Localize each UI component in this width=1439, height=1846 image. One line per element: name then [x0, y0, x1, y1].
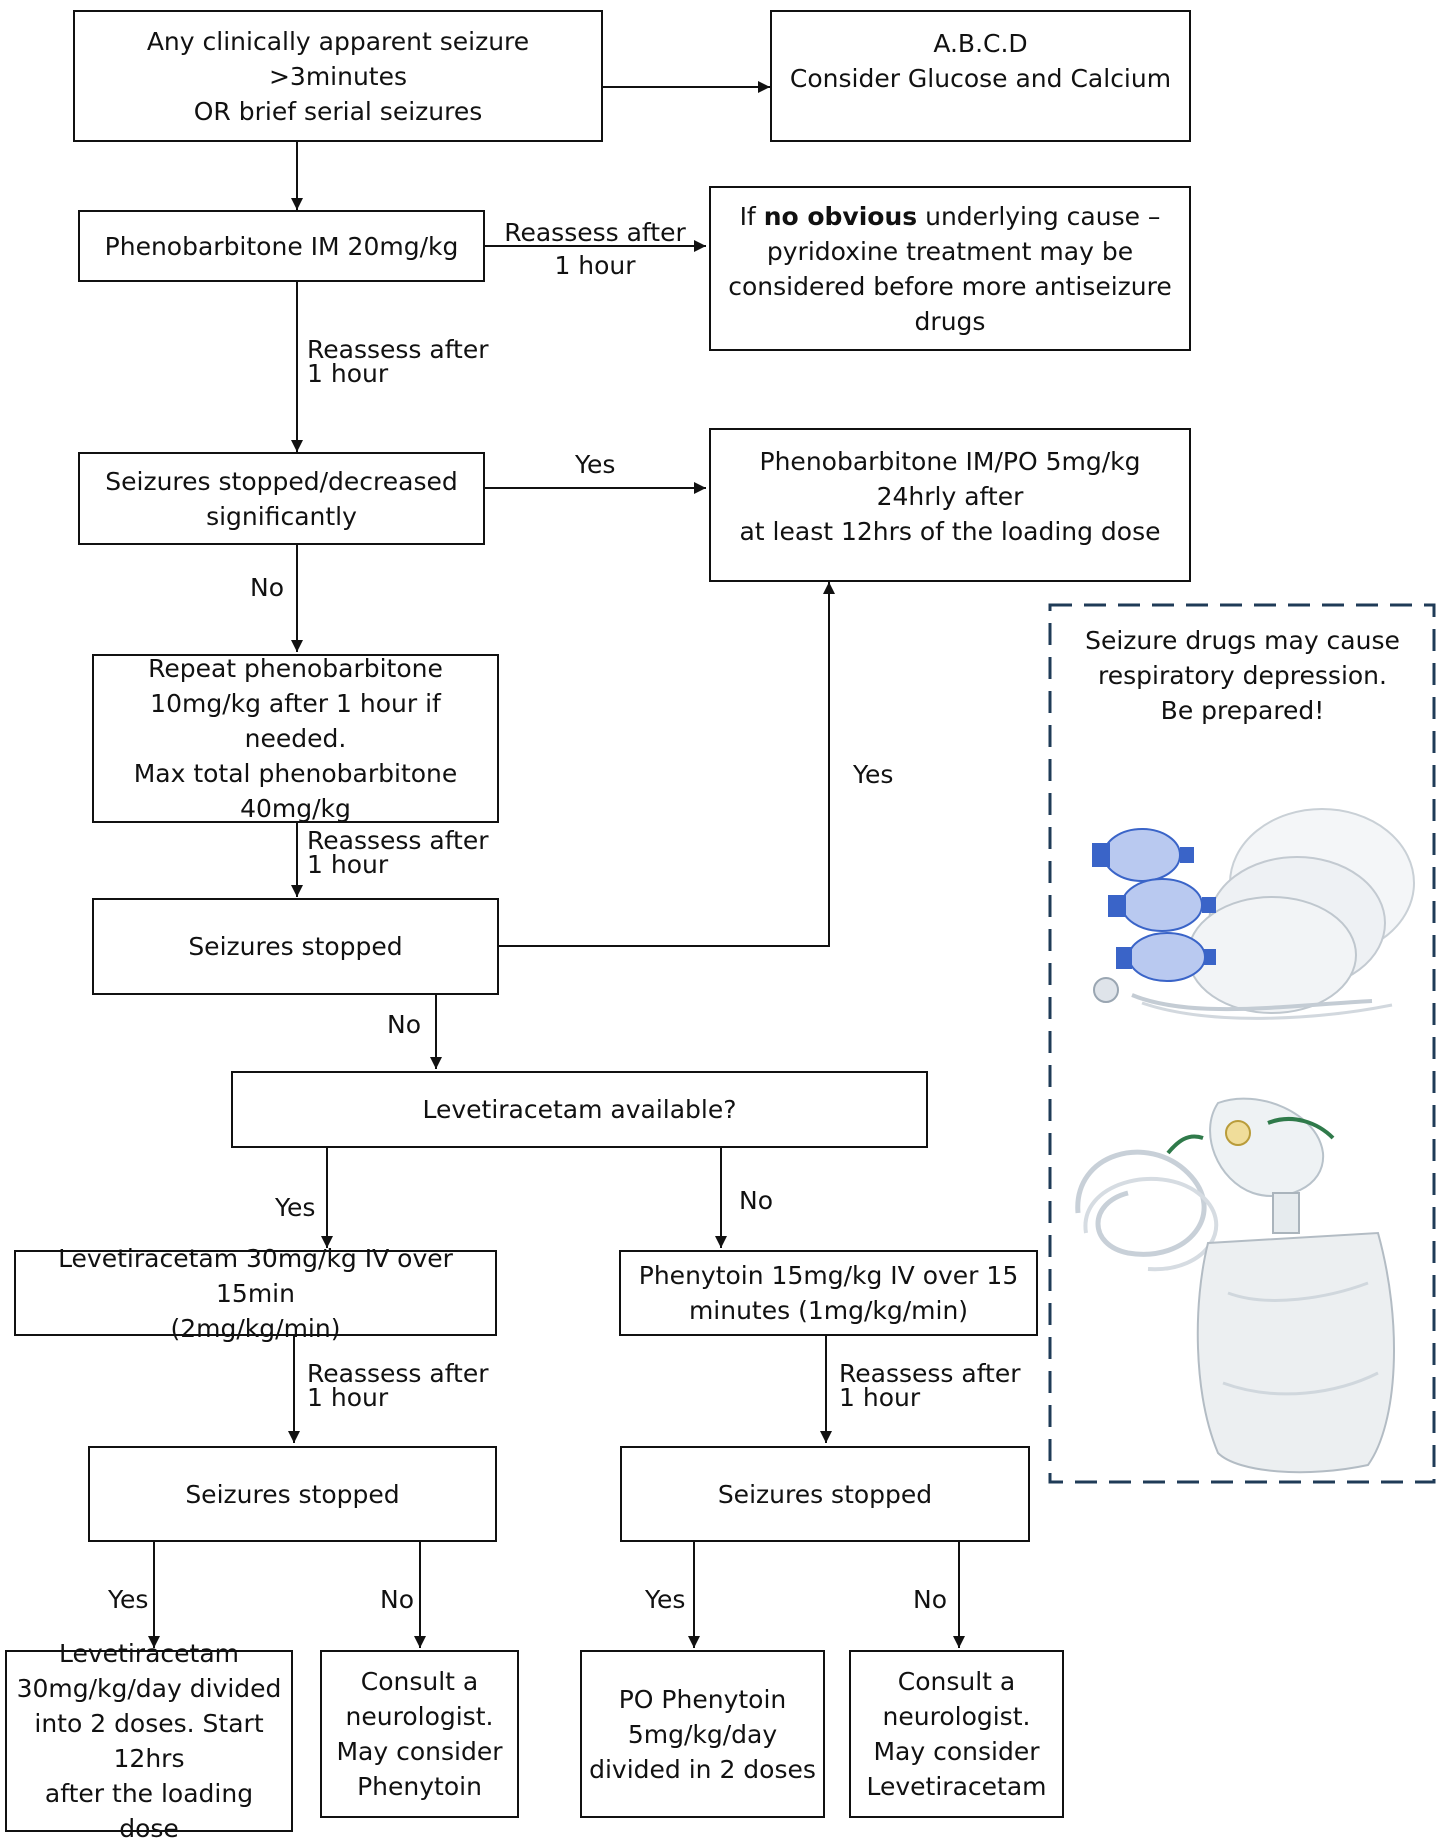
pyridoxine-line-4: drugs [914, 306, 986, 336]
arrow-stopped1-to-maintenance [499, 582, 835, 947]
pyridoxine-box: If no obvious underlying cause – pyridox… [709, 186, 1191, 351]
po-phenytoin-line-2: 5mg/kg/day [627, 1719, 778, 1749]
pyridoxine-line-1: If no obvious underlying cause – [740, 199, 1161, 234]
consult-2-line-1: Consult a [897, 1667, 1016, 1696]
leve-maint-line-1: Levetiracetam [59, 1639, 239, 1668]
phenobarbitone-im-box: Phenobarbitone IM 20mg/kg [78, 210, 485, 282]
seizures-stopped-box-1: Seizures stopped [92, 898, 499, 995]
levetiracetam-iv-box: Levetiracetam 30mg/kg IV over 15min (2mg… [14, 1244, 497, 1343]
oxygen-mask-reservoir-image [1075, 1097, 1396, 1474]
repeat-line-3: Max total phenobarbitone [133, 759, 458, 788]
maintenance-line-3: at least 12hrs of the loading dose [739, 517, 1161, 546]
consult-1-line-2: neurologist. [345, 1702, 494, 1731]
edge-label-reassess-right-1: Reassess after [504, 218, 686, 247]
po-phenytoin-box: PO Phenytoin 5mg/kg/day divided in 2 dos… [580, 1650, 825, 1818]
edge-label-reassess-phenytoin: Reassess after 1 hour [839, 1359, 1021, 1412]
seizures-stopped-1-line: Seizures stopped [188, 932, 403, 961]
consult-neurologist-box-2: Consult a neurologist. May consider Leve… [849, 1650, 1064, 1818]
po-phenytoin-line-3: divided in 2 doses [589, 1754, 816, 1784]
po-phenytoin-line-1: PO Phenytoin [618, 1684, 787, 1714]
seizures-stopped-box-phenytoin: Seizures stopped [620, 1446, 1030, 1542]
seizures-stopped-box-leve: Seizures stopped [88, 1446, 497, 1542]
edge-label-reassess-down-2-a: Reassess after [307, 826, 489, 855]
leve-maint-line-3: into 2 doses. Start [34, 1709, 264, 1738]
leve-iv-line-2: (2mg/kg/min) [170, 1313, 341, 1343]
consult-1-line-1: Consult a [360, 1667, 479, 1696]
edge-label-reassess-down-1-b: 1 hour [307, 359, 389, 388]
consult-2-line-3: May consider [873, 1737, 1040, 1766]
start-box: Any clinically apparent seizure >3minute… [73, 10, 603, 142]
seizures-stopped-leve-line: Seizures stopped [185, 1479, 400, 1509]
bag-valve-mask-image [1092, 808, 1415, 1020]
repeat-phenobarbitone-box: Repeat phenobarbitone 10mg/kg after 1 ho… [92, 654, 499, 823]
levetiracetam-maintenance-box: Levetiracetam 30mg/kg/day divided into 2… [5, 1639, 293, 1843]
leve-maint-line-2: 30mg/kg/day divided [16, 1674, 282, 1703]
leve-iv-line-1: Levetiracetam 30mg/kg IV over 15min [58, 1243, 453, 1308]
abcd-line-1: A.B.C.D [933, 29, 1028, 58]
consult-2-line-4: Levetiracetam [866, 1772, 1047, 1801]
stopped-decreased-line-1: Seizures stopped/decreased [105, 466, 458, 496]
consult-2-line-2: neurologist. [882, 1702, 1031, 1731]
leve-available-line: Levetiracetam available? [422, 1095, 737, 1124]
start-line-1: Any clinically apparent seizure >3minute… [146, 26, 530, 91]
abcd-box: A.B.C.D Consider Glucose and Calcium [770, 10, 1191, 142]
phenytoin-iv-box: Phenytoin 15mg/kg IV over 15 minutes (1m… [619, 1250, 1038, 1336]
edge-label-reassess-leve-b: 1 hour [307, 1383, 389, 1412]
maintenance-box: Phenobarbitone IM/PO 5mg/kg 24hrly after… [709, 428, 1191, 582]
edge-label-reassess-right-2: 1 hour [554, 251, 636, 280]
warning-line-1: Seizure drugs may cause [1085, 626, 1400, 655]
edge-label-yes-leve: Yes [275, 1193, 316, 1222]
maintenance-line-2: 24hrly after [876, 482, 1024, 511]
phenytoin-iv-line-1: Phenytoin 15mg/kg IV over 15 [638, 1261, 1019, 1290]
edge-label-reassess-leve: Reassess after 1 hour [307, 1359, 489, 1412]
repeat-line-2: 10mg/kg after 1 hour if needed. [150, 689, 441, 753]
edge-label-reassess-phenytoin-b: 1 hour [839, 1383, 921, 1412]
phenytoin-iv-line-2: minutes (1mg/kg/min) [688, 1296, 969, 1325]
warning-panel: Seizure drugs may cause respiratory depr… [1050, 605, 1435, 1483]
edge-label-no-consult-2: No [913, 1585, 947, 1614]
edge-label-yes-po-phenytoin: Yes [645, 1585, 686, 1614]
edge-label-reassess-down-2-b: 1 hour [307, 850, 389, 879]
repeat-line-1: Repeat phenobarbitone [148, 654, 443, 683]
edge-label-reassess-right: Reassess after 1 hour [495, 216, 695, 282]
edge-label-reassess-phenytoin-a: Reassess after [839, 1359, 1021, 1388]
edge-label-reassess-down-2: Reassess after 1 hour [307, 826, 489, 879]
warning-line-3: Be prepared! [1160, 696, 1325, 725]
edge-label-reassess-leve-a: Reassess after [307, 1359, 489, 1388]
warning-text: Seizure drugs may cause respiratory depr… [1050, 623, 1435, 728]
edge-label-reassess-down-1-a: Reassess after [307, 335, 489, 364]
edge-label-yes-leve-maint: Yes [108, 1585, 149, 1614]
consult-neurologist-box-1: Consult a neurologist. May consider Phen… [320, 1650, 519, 1818]
edge-label-no-to-leve: No [387, 1010, 421, 1039]
warning-dashed-border [1048, 603, 1436, 1484]
edge-label-reassess-down-1: Reassess after 1 hour [307, 335, 489, 388]
maintenance-line-1: Phenobarbitone IM/PO 5mg/kg [759, 447, 1141, 476]
stopped-decreased-line-2: significantly [206, 501, 357, 531]
levetiracetam-available-box: Levetiracetam available? [231, 1071, 928, 1148]
consult-1-line-3: May consider [336, 1737, 503, 1766]
pyridoxine-line-3: considered before more antiseizure [728, 271, 1172, 301]
abcd-line-2: Consider Glucose and Calcium [789, 64, 1172, 93]
pyridoxine-line-2: pyridoxine treatment may be [766, 236, 1134, 266]
edge-label-no-consult-1: No [380, 1585, 414, 1614]
stopped-decreased-box: Seizures stopped/decreased significantly [78, 452, 485, 545]
leve-maint-line-5: after the loading dose [44, 1779, 254, 1843]
warning-line-2: respiratory depression. [1098, 661, 1387, 690]
edge-label-no-repeat: No [250, 573, 284, 602]
start-line-2: OR brief serial seizures [193, 96, 483, 126]
seizures-stopped-phenytoin-line: Seizures stopped [717, 1479, 933, 1509]
consult-1-line-4: Phenytoin [357, 1772, 482, 1801]
pyridoxine-pre: If [739, 201, 764, 231]
pyridoxine-post: underlying cause – [917, 201, 1161, 231]
edge-label-yes-from-stopped: Yes [853, 760, 894, 789]
leve-maint-line-4: 12hrs [113, 1744, 185, 1773]
repeat-line-4: 40mg/kg [240, 794, 351, 823]
pyridoxine-bold: no obvious [763, 201, 918, 231]
edge-label-yes-maintenance: Yes [575, 450, 616, 479]
edge-label-no-leve: No [739, 1186, 773, 1215]
phenobarbitone-im-line-1: Phenobarbitone IM 20mg/kg [104, 231, 459, 261]
